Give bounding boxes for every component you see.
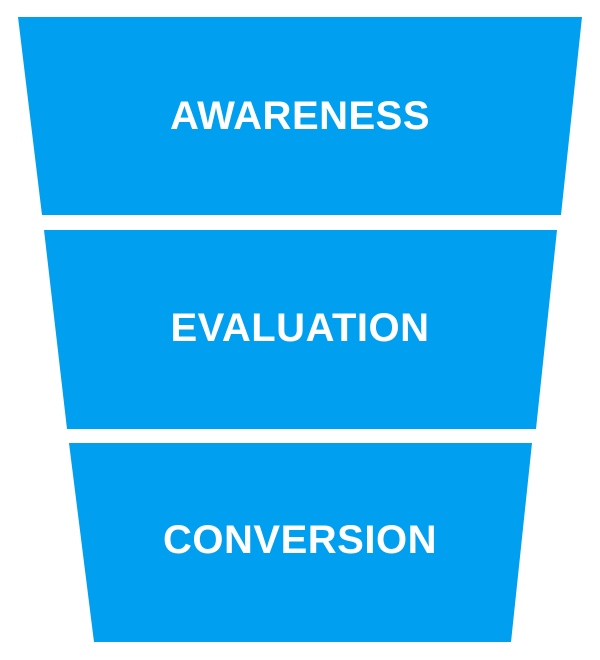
funnel-stage-awareness: AWARENESS <box>18 17 582 215</box>
evaluation-shape <box>44 230 557 429</box>
awareness-label: AWARENESS <box>170 94 430 138</box>
funnel-stage-conversion: CONVERSION <box>69 443 532 642</box>
conversion-label: CONVERSION <box>163 518 437 562</box>
evaluation-label: EVALUATION <box>170 306 429 350</box>
conversion-shape <box>69 443 532 642</box>
awareness-shape <box>18 17 582 215</box>
funnel-stage-evaluation: EVALUATION <box>44 230 557 429</box>
